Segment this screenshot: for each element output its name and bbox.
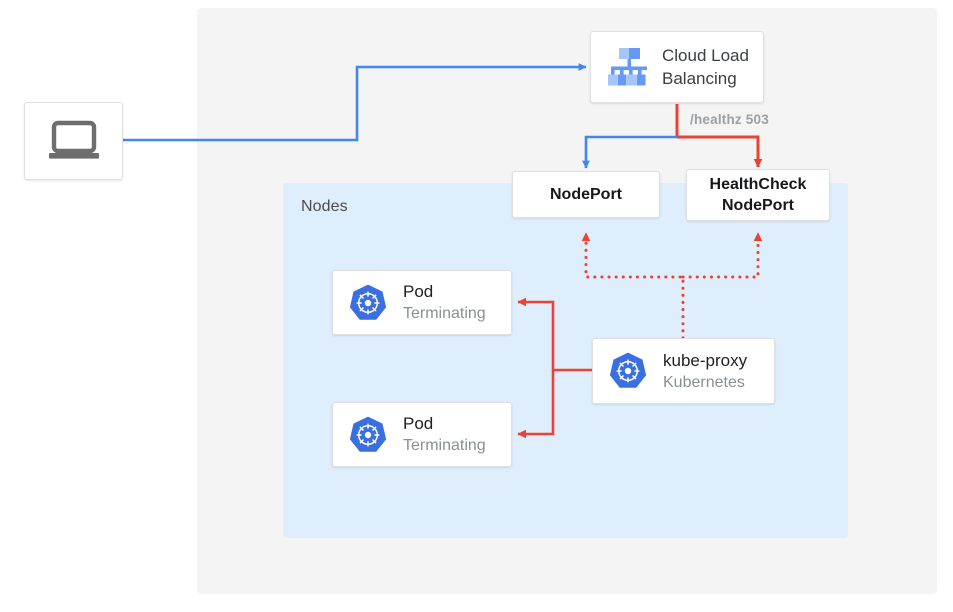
nodeport-card[interactable]: NodePort (512, 171, 660, 218)
healthcheck-nodeport-label-line1: HealthCheck (709, 176, 807, 193)
pod-status: Terminating (403, 437, 486, 454)
kube-proxy-title: kube-proxy (663, 350, 748, 370)
cloud-load-balancing-card[interactable]: Cloud Load Balancing (590, 31, 764, 103)
healthcheck-nodeport-label-line2: NodePort (722, 197, 794, 214)
pod-card[interactable]: Pod Terminating (332, 270, 512, 335)
kubernetes-icon (607, 350, 649, 392)
cloud-load-balancing-title-line1: Cloud Load (662, 46, 749, 65)
nodeport-label: NodePort (550, 186, 622, 203)
pod-status: Terminating (403, 305, 486, 322)
kubernetes-icon (347, 414, 389, 456)
cloud-load-balancing-title-line2: Balancing (662, 69, 737, 88)
healthcheck-nodeport-card[interactable]: HealthCheck NodePort (686, 169, 830, 221)
nodes-region-label: Nodes (301, 198, 348, 215)
kube-proxy-card[interactable]: kube-proxy Kubernetes (592, 338, 775, 404)
pod-card[interactable]: Pod Terminating (332, 402, 512, 467)
kube-proxy-subtitle: Kubernetes (663, 373, 745, 391)
laptop-icon (47, 120, 101, 162)
kubernetes-icon (347, 282, 389, 324)
cloud-load-balancing-icon (605, 45, 649, 89)
client-card[interactable] (24, 102, 123, 180)
healthz-edge-label: /healthz 503 (690, 112, 769, 127)
pod-title: Pod (403, 414, 434, 433)
pod-title: Pod (403, 282, 434, 301)
